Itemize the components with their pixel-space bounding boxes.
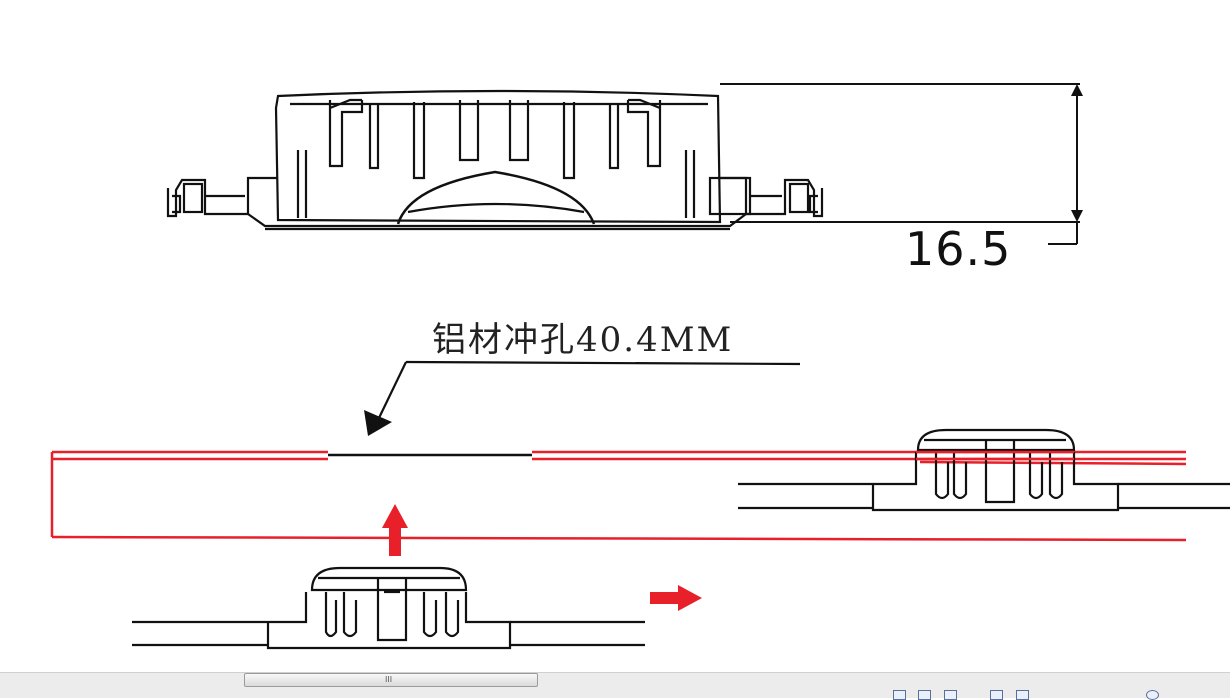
page-icon[interactable] (944, 690, 957, 700)
page-icon[interactable] (1016, 690, 1029, 700)
height-dimension (720, 83, 1083, 245)
horizontal-scrollbar-thumb[interactable]: III (244, 673, 538, 687)
page-icon[interactable] (918, 690, 931, 700)
callout-leader (377, 360, 801, 421)
status-bar (0, 672, 1230, 698)
aluminum-panel-outline (50, 450, 1187, 542)
scroll-grip: III (385, 675, 393, 684)
side-view-part (166, 89, 824, 231)
callout-label: 铝材冲孔40.4MM (432, 320, 734, 360)
zoom-icon[interactable] (1146, 690, 1159, 700)
insert-up-arrow (382, 504, 408, 556)
layout-icon[interactable] (990, 690, 1003, 700)
dimension-label: 16.5 (905, 222, 1012, 276)
callout-arrowhead (364, 410, 392, 436)
page-icon[interactable] (893, 690, 906, 700)
insert-right-arrow (650, 585, 702, 611)
connector-inserted (738, 428, 1230, 512)
connector-before (132, 566, 645, 650)
panel-overlay (916, 450, 1074, 461)
